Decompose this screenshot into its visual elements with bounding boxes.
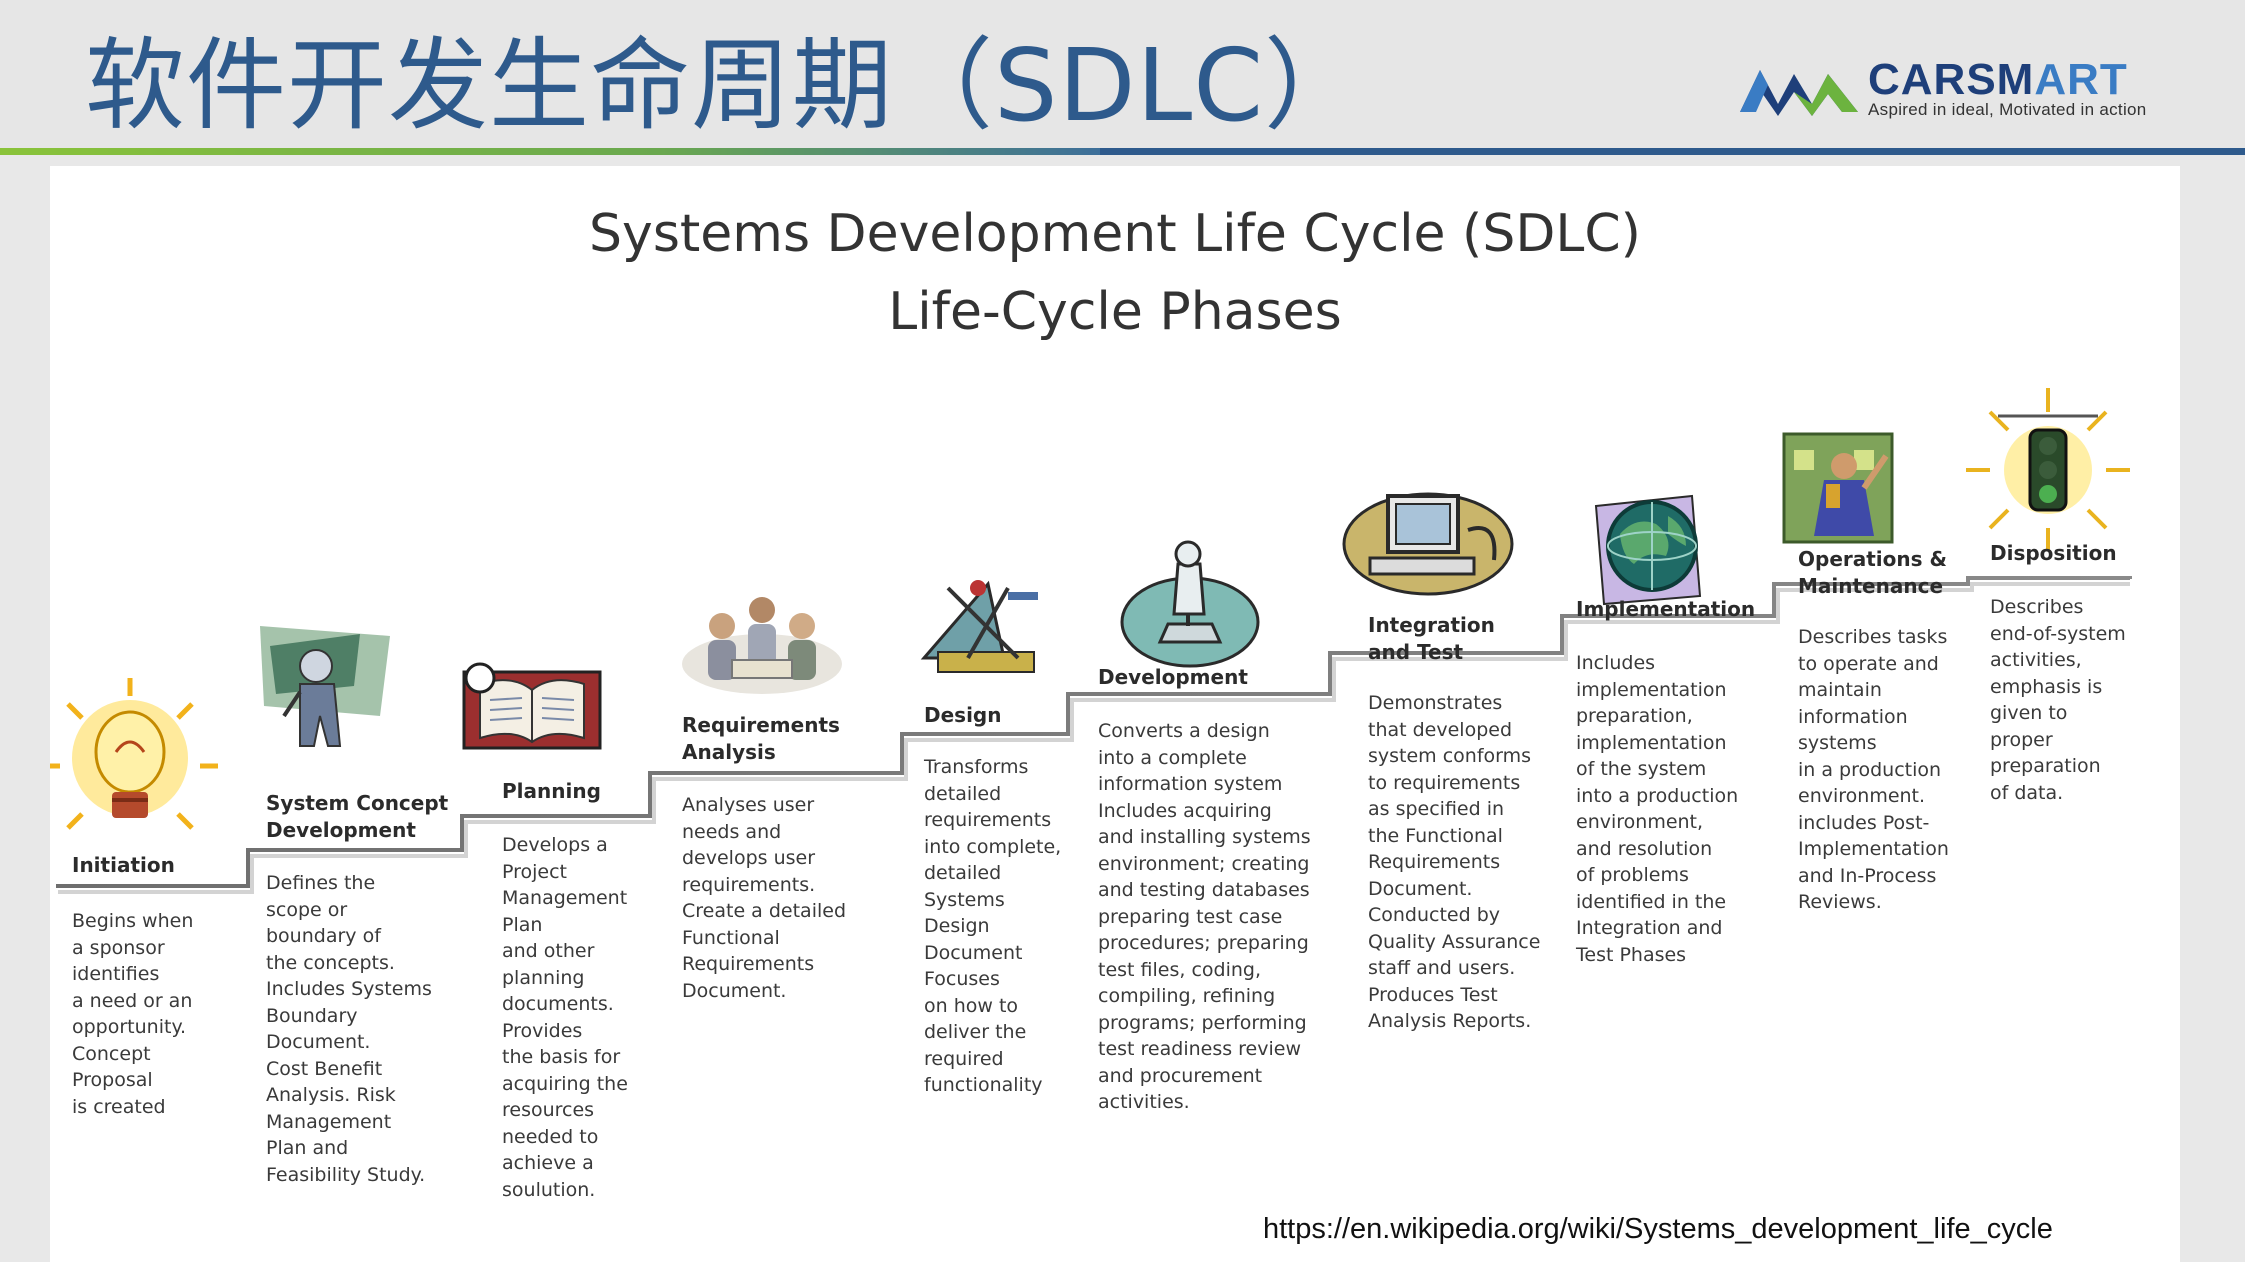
phase-operations-name: Operations & Maintenance	[1798, 547, 1947, 598]
header-divider-blue	[1100, 148, 2245, 155]
thinking-person-icon	[260, 626, 390, 747]
phase-design-name: Design	[924, 703, 1002, 727]
phase-implementation-description: Includes implementation preparation, imp…	[1576, 652, 1739, 966]
phase-planning-name: Planning	[502, 779, 601, 803]
phase-integration-description: Demonstrates that developed system confo…	[1368, 692, 1541, 1032]
source-link[interactable]: https://en.wikipedia.org/wiki/Systems_de…	[1263, 1213, 2053, 1245]
figure-subtitle: Life-Cycle Phases	[888, 282, 1342, 342]
phase-disposition-description: Describes end-of-system activities, emph…	[1990, 596, 2126, 804]
phase-integration-name: Integration and Test	[1368, 613, 1495, 664]
phase-implementation-name: Implementation	[1576, 597, 1756, 621]
phase-concept-description: Defines the scope or boundary of the con…	[266, 872, 432, 1186]
figure-title: Systems Development Life Cycle (SDLC)	[589, 204, 1641, 264]
phase-disposition-name: Disposition	[1990, 541, 2117, 565]
sdlc-figure: Systems Development Life Cycle (SDLC) Li…	[50, 166, 2180, 1262]
computer-icon	[1342, 492, 1514, 596]
phase-development-description: Converts a design into a complete inform…	[1098, 720, 1311, 1113]
phase-requirements-name: Requirements Analysis	[682, 713, 840, 764]
phase-initiation-name: Initiation	[72, 853, 175, 877]
page-title: 软件开发生命周期（SDLC）	[85, 27, 1366, 144]
header-divider-green	[0, 148, 1100, 155]
lightbulb-icon	[50, 678, 218, 830]
phase-design-description: Transforms detailed requirements into co…	[924, 756, 1062, 1096]
phase-planning-description: Develops a Project Management Plan and o…	[502, 834, 628, 1201]
team-meeting-icon	[682, 597, 842, 694]
drafting-tools-icon	[920, 580, 1038, 673]
worker-icon	[1782, 432, 1894, 544]
phase-development-name: Development	[1098, 665, 1248, 689]
staircase	[50, 388, 2132, 894]
logo-mark-icon	[1740, 70, 1858, 116]
phase-initiation-description: Begins when a sponsor identifies a need …	[72, 910, 194, 1118]
traffic-light-icon	[1966, 388, 2130, 550]
stair-line	[56, 576, 2132, 888]
logo-wordmark: CARSMART	[1868, 55, 2128, 104]
phase-concept-name: System Concept Development	[266, 791, 449, 842]
phase-requirements-description: Analyses user needs and develops user re…	[682, 794, 847, 1002]
globe-icon	[1594, 494, 1702, 606]
company-logo: CARSMART Aspired in ideal, Motivated in …	[1738, 56, 2168, 122]
slide-header	[0, 0, 2245, 148]
logo-tagline: Aspired in ideal, Motivated in action	[1868, 100, 2147, 119]
phase-operations-description: Describes tasks to operate and maintain …	[1798, 626, 1949, 913]
open-book-icon	[462, 662, 602, 750]
microscope-icon	[1120, 540, 1260, 668]
